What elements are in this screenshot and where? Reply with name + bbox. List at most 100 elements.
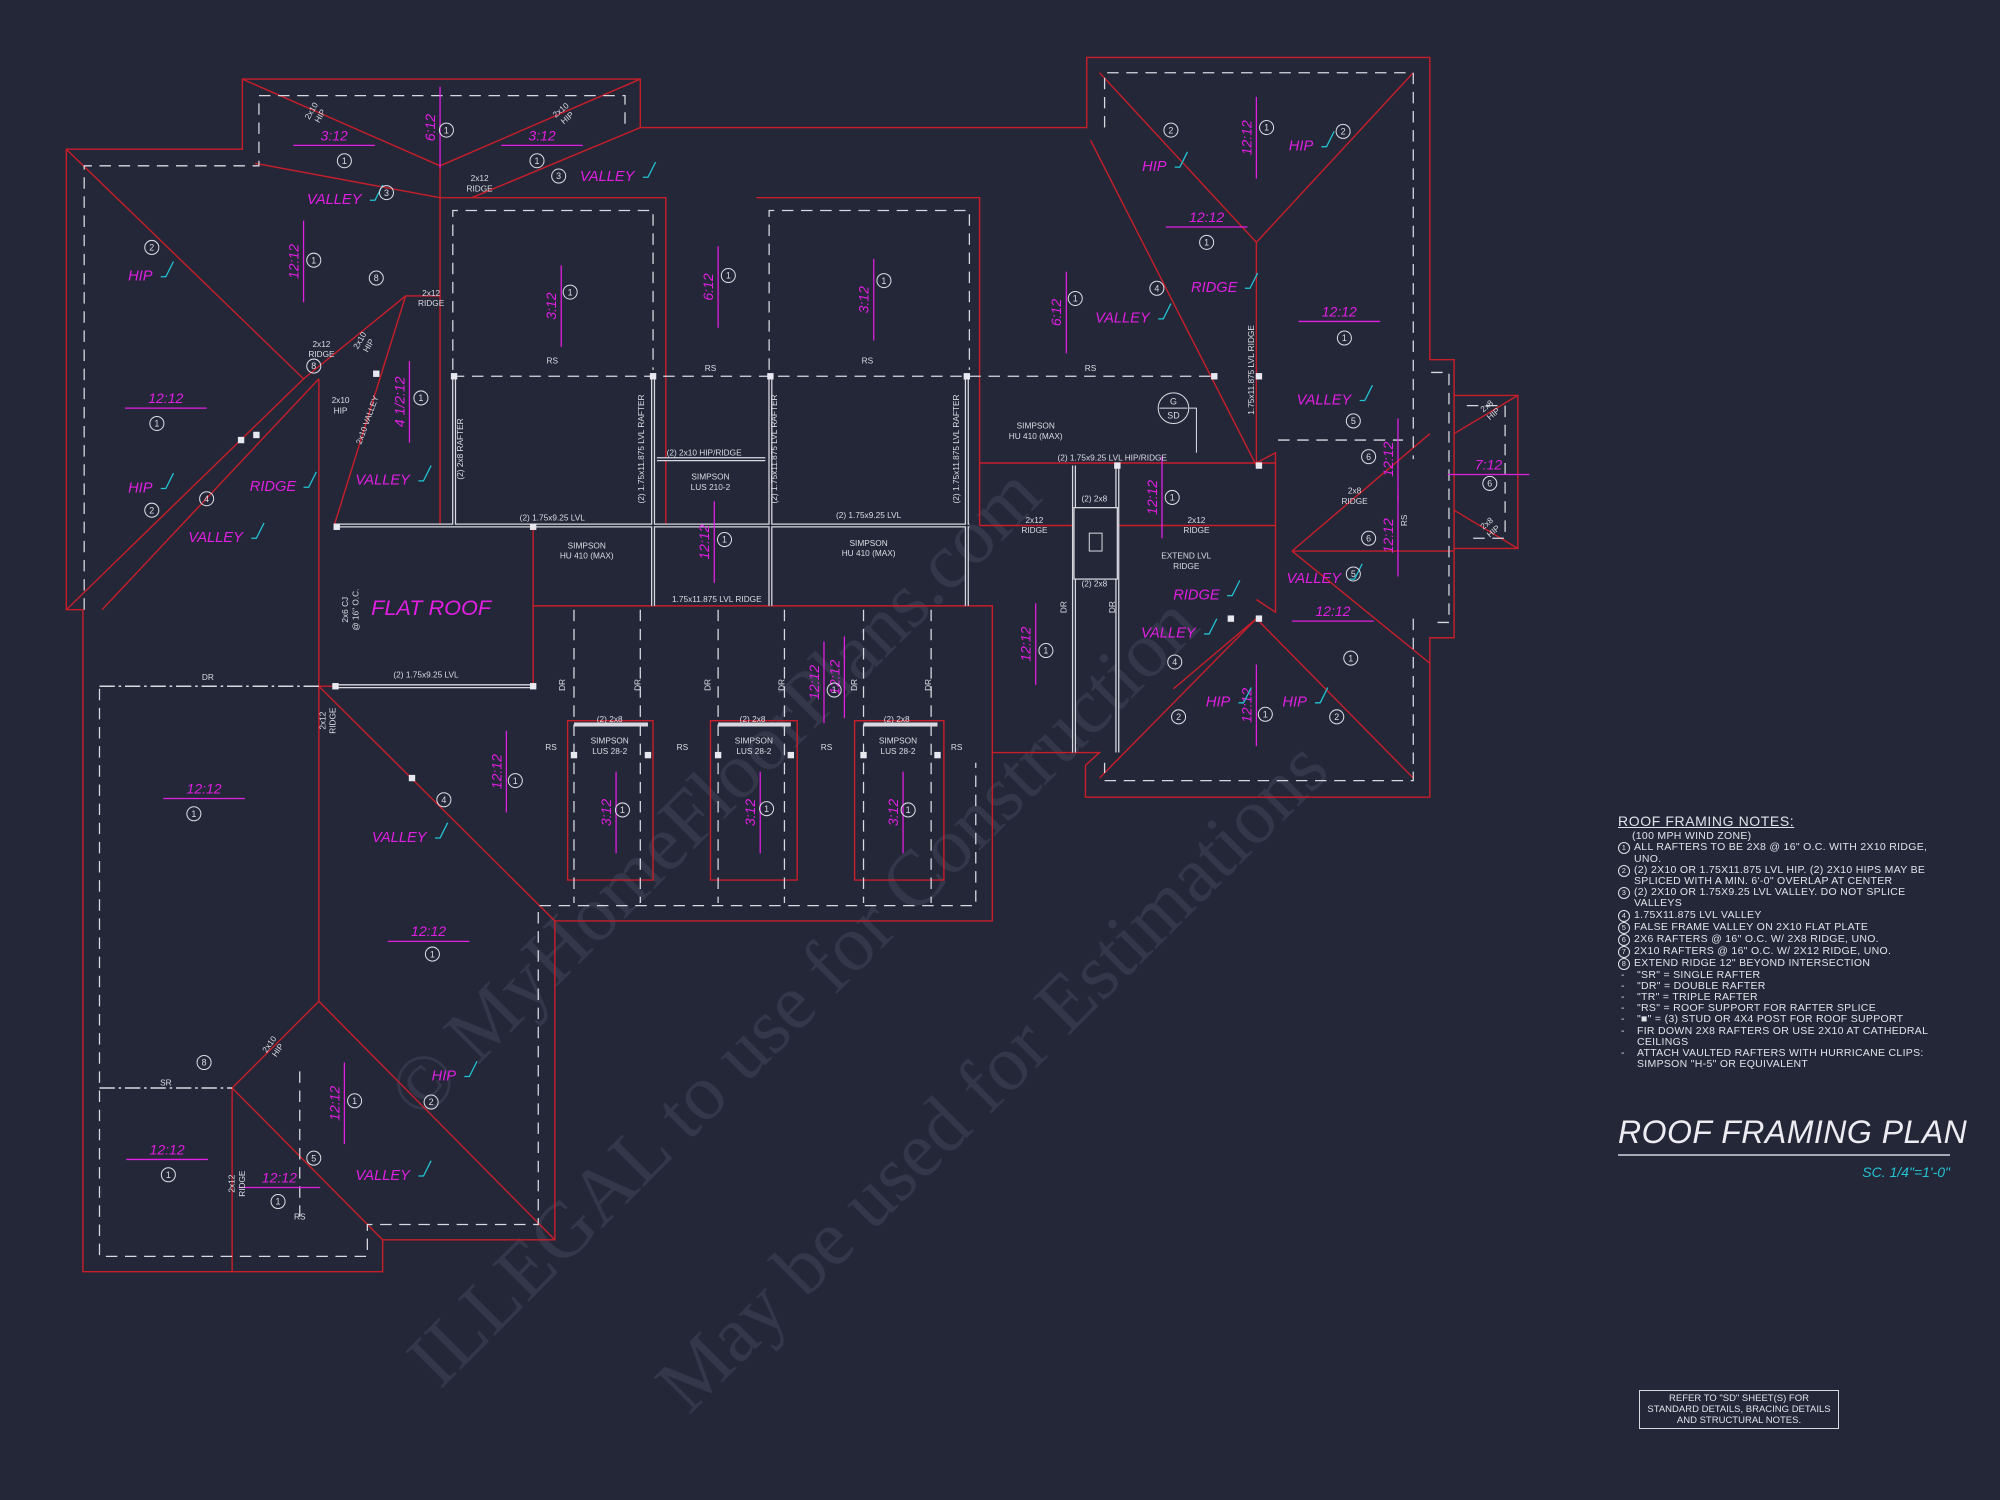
svg-text:HIP: HIP	[128, 269, 153, 285]
svg-text:12:12: 12:12	[1144, 480, 1160, 515]
post-marker	[1114, 462, 1121, 469]
svg-text:HIP: HIP	[128, 480, 153, 496]
svg-text:6: 6	[1366, 452, 1371, 462]
framing-tag: RIDGE	[1173, 580, 1241, 603]
member-label: 2x6 CJ@ 16" O.C.	[340, 589, 360, 631]
note-item: -"DR" = DOUBLE RAFTER	[1618, 979, 1937, 992]
note-item: 41.75x11.875 LVL VALLEY	[1618, 909, 1937, 922]
pitch-label: 12:12	[1018, 603, 1037, 685]
svg-text:3:12: 3:12	[885, 799, 901, 826]
svg-text:1: 1	[154, 419, 159, 429]
note-callout: 4	[1167, 654, 1183, 670]
member-label: 1.75x11.875 LVL RIDGE	[672, 594, 762, 604]
post-marker	[787, 751, 795, 759]
framing-tag: VALLEY	[580, 161, 657, 185]
svg-text:2: 2	[1334, 712, 1339, 722]
svg-text:12:12: 12:12	[148, 390, 183, 406]
note-item: 2(2) 2x10 OR 1.75x11.875 LVL HIP. (2) 2x…	[1618, 863, 1937, 888]
note-marker: 4	[1618, 909, 1634, 922]
note-callout: 1	[614, 802, 630, 818]
roof-framing-notes: ROOF FRAMING NOTES: (100 MPH WIND ZONE) …	[1618, 814, 1937, 1070]
framing-tag: VALLEY	[355, 1160, 432, 1184]
posts	[237, 370, 1263, 782]
section-marker[interactable]: G SD	[1157, 392, 1197, 453]
member-label: (2) 2x8	[884, 714, 910, 724]
post-marker	[1227, 615, 1235, 622]
svg-text:1: 1	[1073, 294, 1078, 304]
framing-tag: HIP	[432, 1060, 478, 1084]
note-callout: 3	[378, 185, 395, 201]
framing-tag: HIP	[1289, 131, 1335, 155]
pitch-label: 12:12	[1238, 96, 1258, 179]
svg-text:3:12: 3:12	[528, 127, 555, 143]
pitch-label: 12:12	[1380, 418, 1399, 500]
note-marker: 5	[1618, 921, 1634, 934]
note-callout: 3	[551, 168, 567, 184]
note-callout: 1	[1038, 642, 1054, 659]
note-marker: 3	[1618, 887, 1634, 909]
svg-text:1: 1	[1204, 238, 1209, 248]
drawing-title: ROOF FRAMING PLAN	[1618, 1114, 1967, 1156]
section-sheet: SD	[1167, 410, 1179, 420]
note-callout: 1	[1336, 330, 1352, 346]
svg-text:1: 1	[726, 271, 731, 281]
svg-text:6: 6	[1366, 533, 1371, 543]
svg-text:4: 4	[1172, 657, 1177, 667]
note-marker: 8	[1618, 957, 1634, 970]
pitch-label: 3:12	[501, 127, 583, 147]
member-label: RS	[1399, 514, 1409, 526]
pitch-label: 12:12	[1165, 209, 1248, 228]
svg-text:1: 1	[1264, 123, 1269, 133]
svg-text:VALLEY: VALLEY	[307, 192, 363, 208]
post-marker	[333, 523, 340, 530]
note-item: -"TR" = TRIPLE RAFTER	[1618, 991, 1937, 1003]
note-item: -"■" = (3) STUD OR 4x4 POST FOR ROOF SUP…	[1618, 1014, 1937, 1025]
member-label: (2) 2x8	[740, 714, 766, 724]
svg-text:1: 1	[513, 776, 518, 786]
member-label: RS	[862, 356, 874, 366]
note-callout: 1	[529, 153, 545, 169]
post-marker	[450, 373, 458, 380]
svg-text:1: 1	[535, 156, 540, 166]
svg-text:VALLEY: VALLEY	[188, 530, 244, 546]
framing-tag: VALLEY	[1141, 618, 1218, 642]
svg-text:1: 1	[418, 393, 423, 403]
pitch-label: 6:12	[422, 86, 441, 169]
svg-text:VALLEY: VALLEY	[355, 473, 411, 489]
member-label: DR	[923, 679, 933, 691]
note-text: (2) 2x10 OR 1.75x11.875 LVL HIP. (2) 2x1…	[1634, 863, 1926, 888]
note-callout: 1	[1259, 120, 1275, 136]
framing-tag: HIP	[128, 472, 175, 496]
note-callout: 1	[438, 122, 454, 138]
note-callout: 2	[1171, 709, 1187, 725]
svg-text:2: 2	[149, 505, 154, 515]
member-label: (2) 1.75x11.875 LVL RAFTER	[951, 394, 961, 503]
note-callout: 2	[1335, 123, 1351, 139]
note-marker: -	[1621, 1047, 1625, 1060]
note-marker: -	[1621, 979, 1625, 992]
post-marker	[237, 436, 245, 444]
note-callout: 2	[1163, 122, 1179, 138]
svg-text:3: 3	[384, 188, 389, 198]
member-label: (2) 1.75x9.25 LVL	[836, 510, 902, 520]
member-label: RS	[294, 1211, 306, 1221]
member-label: RS	[1085, 363, 1097, 373]
post-marker	[1255, 462, 1263, 469]
note-callout: 2	[1329, 709, 1345, 725]
framing-tag: VALLEY	[1286, 563, 1363, 587]
pitch-label: 3:12	[293, 127, 375, 147]
svg-text:8: 8	[202, 1058, 207, 1068]
pitch-label: 12:12	[387, 923, 470, 942]
svg-text:12:12: 12:12	[411, 923, 446, 939]
note-callout: 1	[160, 1167, 176, 1183]
svg-text:3:12: 3:12	[543, 292, 559, 319]
framing-tag: VALLEY	[307, 184, 384, 208]
note-callout: 8	[368, 270, 384, 286]
